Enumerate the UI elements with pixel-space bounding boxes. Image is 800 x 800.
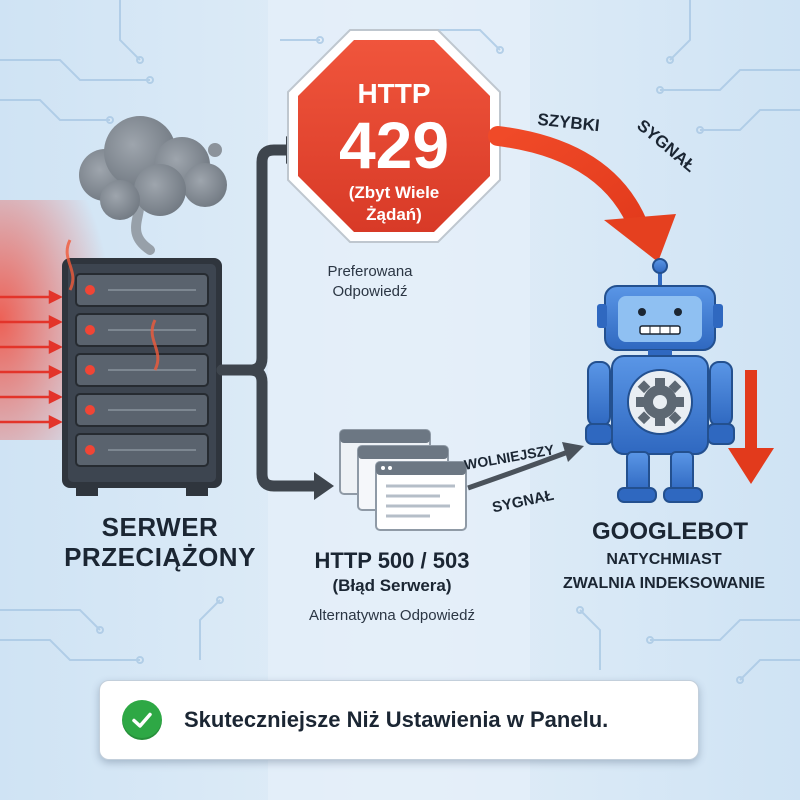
incoming-requests-arrows — [0, 289, 63, 430]
server-error-pages-icon — [339, 429, 467, 531]
googlebot-line-1: NATYCHMIAST — [606, 551, 722, 568]
preferred-line-1: Preferowana — [327, 263, 413, 280]
stop-sign-http: HTTP — [357, 78, 430, 109]
googlebot-title: GOOGLEBOT — [592, 518, 748, 545]
server-rack-icon — [62, 239, 222, 496]
stop-sign-desc-1: (Zbyt Wiele — [349, 183, 440, 202]
preferred-line-2: Odpowiedź — [332, 283, 408, 300]
slow-down-arrow-icon — [728, 370, 774, 484]
summary-banner-text: Skuteczniejsze Niż Ustawienia w Panelu. — [184, 707, 609, 732]
googlebot-robot-icon — [585, 258, 735, 503]
arrow-to-500 — [314, 472, 334, 500]
summary-banner: Skuteczniejsze Niż Ustawienia w Panelu. — [99, 680, 699, 760]
googlebot-line-2: ZWALNIA INDEKSOWANIE — [562, 575, 766, 592]
smoke-cloud-icon — [79, 116, 227, 255]
stop-sign-429-icon — [287, 29, 501, 243]
slow-signal-arrow — [467, 442, 584, 491]
stop-sign-desc-2: Żądań) — [366, 205, 422, 224]
check-circle-icon — [122, 700, 162, 740]
server-title-line-2: PRZECIĄŻONY — [64, 542, 256, 572]
branch-connector — [216, 144, 322, 492]
circuit-lines-decoration — [0, 0, 800, 684]
stop-sign-code: 429 — [339, 108, 449, 182]
server-title-line-1: SERWER — [101, 512, 219, 542]
fast-signal-arrow — [488, 126, 676, 262]
preferred-response-label: Preferowana Odpowiedź — [300, 262, 440, 302]
server-error-subtitle: (Błąd Serwera) — [332, 576, 452, 595]
googlebot-subtitle: NATYCHMIAST ZWALNIA INDEKSOWANIE — [528, 548, 800, 596]
http-500-503-title: HTTP 500 / 503 — [314, 548, 470, 573]
alternative-response-label: Alternatywna Odpowiedź — [309, 607, 475, 624]
server-overloaded-title: SERWER PRZECIĄŻONY — [40, 512, 280, 572]
